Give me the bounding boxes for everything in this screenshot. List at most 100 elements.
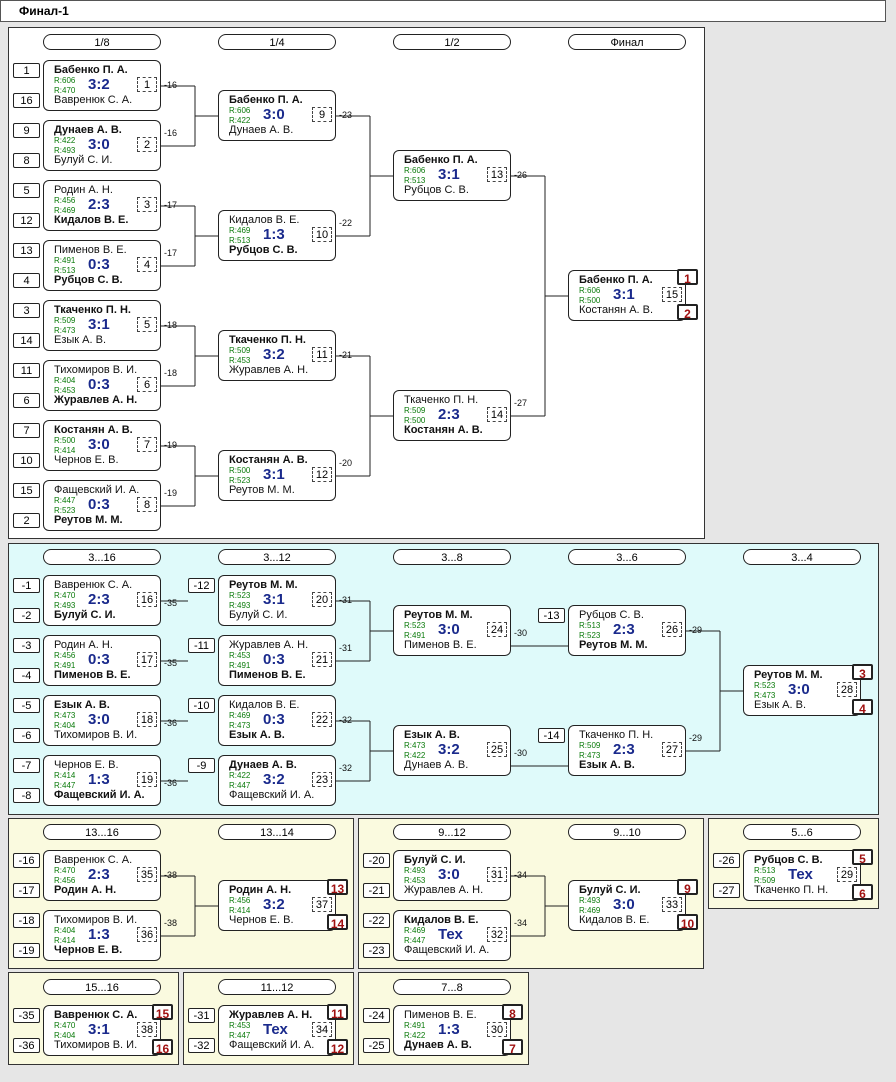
match-score: 2:3 xyxy=(613,741,635,758)
seed-number: -16 xyxy=(13,853,40,868)
match-score: 3:2 xyxy=(438,741,460,758)
player-1-rating: R:456 xyxy=(229,896,251,905)
player-2-rating: R:513 xyxy=(229,236,251,245)
player-1-rating: R:469 xyxy=(229,711,251,720)
seed-number: -18 xyxy=(13,913,40,928)
player-2-name: Дунаев А. В. xyxy=(229,124,294,136)
match-number: 31 xyxy=(487,867,507,882)
player-1-name: Ткаченко П. Н. xyxy=(229,334,306,346)
match-number: 27 xyxy=(662,742,682,757)
player-1-name: Тихомиров В. И. xyxy=(54,914,138,926)
player-2-name: Булуй С. И. xyxy=(54,609,116,621)
loser-destination: -19 xyxy=(164,488,178,498)
match-number: 25 xyxy=(487,742,507,757)
player-1-name: Чернов Е. В. xyxy=(54,759,119,771)
seed-number: 2 xyxy=(13,513,40,528)
loser-destination: -16 xyxy=(164,128,178,138)
seed-number: -26 xyxy=(713,853,740,868)
seed-number: -31 xyxy=(188,1008,215,1023)
player-1-rating: R:500 xyxy=(229,466,251,475)
player-1-rating: R:453 xyxy=(229,651,251,660)
round-header: 1/2 xyxy=(393,34,511,50)
match-number: 11 xyxy=(312,347,332,362)
player-1-name: Пименов В. Е. xyxy=(54,244,127,256)
final-place: 15 xyxy=(152,1004,173,1021)
player-2-rating: R:422 xyxy=(229,116,251,125)
match-score: 3:2 xyxy=(263,346,285,363)
loser-destination: -26 xyxy=(514,170,528,180)
loser-destination: -36 xyxy=(164,778,178,788)
round-header: 9...12 xyxy=(393,824,511,840)
match-score: 3:0 xyxy=(438,621,460,638)
match-number: 5 xyxy=(137,317,157,332)
match-score: 3:1 xyxy=(438,166,460,183)
player-2-rating: R:447 xyxy=(229,1031,251,1040)
player-2-rating: R:513 xyxy=(404,176,426,185)
player-1-rating: R:606 xyxy=(54,76,76,85)
seed-number: -4 xyxy=(13,668,40,683)
final-place: 11 xyxy=(327,1004,348,1021)
player-2-rating: R:453 xyxy=(229,356,251,365)
player-1-name: Бабенко П. А. xyxy=(404,154,478,166)
loser-destination: -32 xyxy=(339,763,353,773)
match-number: 17 xyxy=(137,652,157,667)
match-number: 3 xyxy=(137,197,157,212)
seed-number: -6 xyxy=(13,728,40,743)
seed-number: -8 xyxy=(13,788,40,803)
player-1-rating: R:523 xyxy=(754,681,776,690)
seed-number: 13 xyxy=(13,243,40,258)
loser-destination: -31 xyxy=(339,595,353,605)
seed-number: -17 xyxy=(13,883,40,898)
player-2-name: Рубцов С. В. xyxy=(404,184,469,196)
round-header: 3...8 xyxy=(393,549,511,565)
player-2-rating: R:414 xyxy=(54,446,76,455)
seed-number: -10 xyxy=(188,698,215,713)
seed-number: -21 xyxy=(363,883,390,898)
player-2-name: Булуй С. И. xyxy=(229,609,288,621)
seed-number: -14 xyxy=(538,728,565,743)
match-score: 3:2 xyxy=(263,896,285,913)
player-2-name: Пименов В. Е. xyxy=(229,669,306,681)
loser-destination: -32 xyxy=(339,715,353,725)
player-1-rating: R:523 xyxy=(229,591,251,600)
player-2-rating: R:404 xyxy=(54,721,76,730)
